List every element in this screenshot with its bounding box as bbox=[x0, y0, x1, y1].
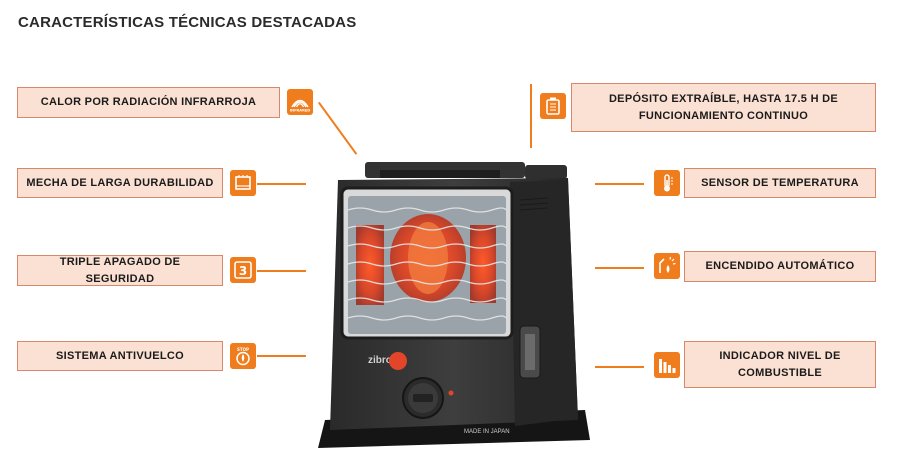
page-title: CARACTERÍSTICAS TÉCNICAS DESTACADAS bbox=[18, 14, 357, 31]
feature-wick-label: MECHA DE LARGA DURABILIDAD bbox=[17, 168, 223, 198]
fuel-level-icon bbox=[654, 352, 680, 378]
feature-auto-ignition-label: ENCENDIDO AUTOMÁTICO bbox=[684, 251, 876, 282]
heater-made-in-label: MADE IN JAPAN bbox=[464, 429, 510, 435]
heater-brand-logo: zibro bbox=[368, 355, 392, 366]
triple-3-icon: 3 bbox=[230, 257, 256, 283]
anti-tip-icon-text: STOP bbox=[237, 347, 249, 352]
wick-icon bbox=[230, 170, 256, 196]
fuel-tank-icon bbox=[540, 93, 566, 119]
feature-fuel-tank-label: DEPÓSITO EXTRAÍBLE, HASTA 17.5 H DE FUNC… bbox=[571, 83, 876, 132]
auto-ignition-icon bbox=[654, 253, 680, 279]
triple-icon-text: 3 bbox=[239, 264, 247, 278]
feature-anti-tip-label: SISTEMA ANTIVUELCO bbox=[17, 341, 223, 371]
feature-infrared-label: CALOR POR RADIACIÓN INFRARROJA bbox=[17, 87, 280, 118]
feature-temperature-sensor-label: SENSOR DE TEMPERATURA bbox=[684, 168, 876, 198]
infrared-icon-text: INFRARED bbox=[290, 109, 311, 113]
anti-tip-icon: STOP bbox=[230, 343, 256, 369]
feature-fuel-level-label: INDICADOR NIVEL DE COMBUSTIBLE bbox=[684, 341, 876, 388]
feature-triple-safety-label: TRIPLE APAGADO DE SEGURIDAD bbox=[17, 255, 223, 286]
infrared-radiation-icon: INFRARED bbox=[287, 89, 313, 115]
thermometer-icon bbox=[654, 170, 680, 196]
